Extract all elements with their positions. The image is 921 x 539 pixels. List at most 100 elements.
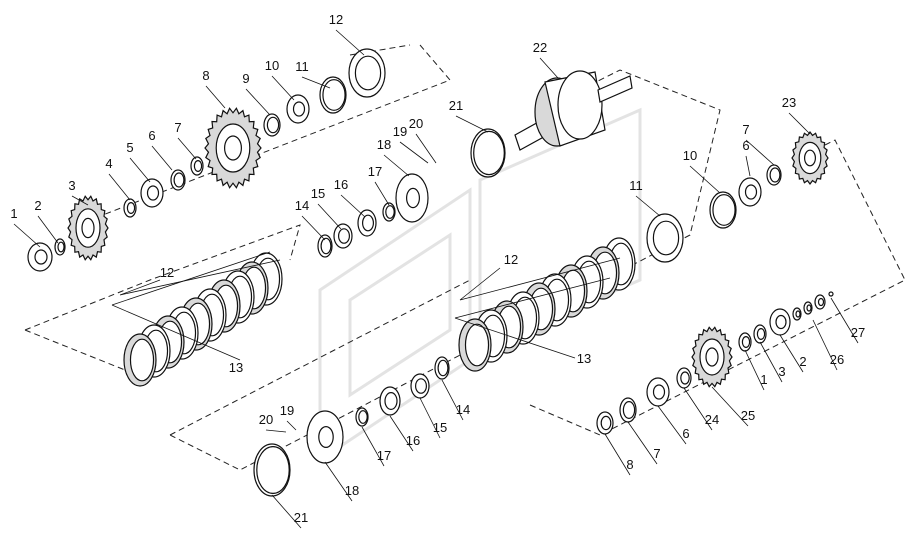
leader-22 — [539, 57, 559, 79]
gear-4 — [67, 195, 109, 261]
leader-19 — [286, 420, 297, 431]
callout-14: 14 — [456, 402, 470, 417]
spring-16-top — [357, 209, 377, 237]
callout-21: 21 — [449, 98, 463, 113]
spring-16-bottom — [379, 386, 401, 416]
callout-1: 1 — [10, 206, 17, 221]
leader-16 — [389, 415, 414, 452]
leader-20 — [265, 429, 287, 433]
leader-16 — [340, 194, 366, 218]
leader-21 — [455, 115, 489, 133]
snap-ring-14-bottom — [434, 356, 450, 380]
callout-13: 13 — [577, 351, 591, 366]
callout-14: 14 — [295, 198, 309, 213]
callout-6: 6 — [742, 138, 749, 153]
callout-18: 18 — [345, 483, 359, 498]
snap-ring-17-top — [382, 202, 396, 222]
callout-7: 7 — [174, 120, 181, 135]
leader-20 — [415, 133, 437, 164]
leader-3 — [759, 341, 783, 383]
gear-25 — [691, 326, 733, 388]
plate-stack-left — [123, 252, 283, 387]
callout-25: 25 — [741, 408, 755, 423]
snap-ring-7c — [766, 164, 782, 186]
seat-15-bottom — [410, 373, 430, 399]
callout-16: 16 — [406, 433, 420, 448]
callout-19: 19 — [280, 403, 294, 418]
seal-11b — [646, 213, 684, 263]
snap-ring-17-bottom — [355, 407, 369, 427]
snap-ring-3b — [753, 324, 767, 344]
gear-9 — [204, 107, 262, 189]
snap-ring-1 — [738, 332, 752, 352]
snap-ring-10 — [319, 76, 347, 114]
callout-6: 6 — [148, 128, 155, 143]
leader-11 — [301, 76, 331, 89]
callout-10: 10 — [683, 148, 697, 163]
leader-23 — [788, 112, 811, 135]
leader-5 — [129, 157, 151, 183]
leader-15 — [419, 397, 441, 439]
leader-2 — [37, 215, 59, 244]
callout-3: 3 — [68, 178, 75, 193]
spacer-8 — [190, 156, 204, 176]
callout-19: 19 — [393, 124, 407, 139]
leader-11 — [635, 195, 661, 217]
snap-ring-14-top — [317, 234, 333, 258]
callout-5: 5 — [126, 140, 133, 155]
leader-25 — [711, 386, 749, 427]
callout-7: 7 — [653, 446, 660, 461]
snap-ring-7d — [619, 397, 637, 423]
callout-4: 4 — [105, 156, 112, 171]
leader-14 — [441, 379, 464, 421]
leader-17 — [361, 426, 385, 467]
callout-12: 12 — [160, 265, 174, 280]
callout-23: 23 — [782, 95, 796, 110]
callout-20: 20 — [259, 412, 273, 427]
leader-26 — [812, 319, 838, 371]
callout-3: 3 — [778, 364, 785, 379]
leader-9 — [245, 88, 271, 116]
leader-27 — [830, 297, 859, 344]
ring-26b — [803, 301, 813, 315]
shaft-22 — [514, 70, 633, 151]
callout-9: 9 — [242, 71, 249, 86]
leader-21 — [271, 494, 302, 529]
snap-ring-5 — [123, 198, 137, 218]
leader-1 — [744, 349, 765, 391]
leader-10 — [271, 75, 295, 101]
callout-17: 17 — [377, 448, 391, 463]
piston-18-bottom — [306, 410, 344, 464]
bearing-6 — [140, 178, 164, 208]
leader-18 — [383, 154, 410, 177]
callout-1: 1 — [760, 372, 767, 387]
assembly-outline-right — [529, 139, 906, 436]
callout-16: 16 — [334, 177, 348, 192]
leader-12 — [335, 29, 365, 56]
callout-15: 15 — [311, 186, 325, 201]
callout-27: 27 — [851, 325, 865, 340]
piston-18-top — [395, 173, 429, 223]
parts-layer — [27, 48, 834, 497]
callout-8: 8 — [626, 457, 633, 472]
bearing-6b — [286, 94, 310, 124]
callout-18: 18 — [377, 137, 391, 152]
leader-10 — [689, 165, 721, 194]
pin-27 — [828, 291, 834, 297]
callout-2: 2 — [799, 354, 806, 369]
washer-24 — [676, 367, 692, 389]
ring-26c — [814, 294, 826, 310]
leader-1 — [13, 223, 41, 248]
leader-14 — [301, 215, 326, 241]
callout-24: 24 — [705, 412, 719, 427]
bearing-6c — [738, 177, 762, 207]
leader-7 — [177, 137, 197, 160]
snap-ring-7a — [170, 169, 186, 191]
snap-ring-10b — [709, 191, 737, 229]
leader-6 — [151, 145, 173, 171]
assembly-outline-center — [169, 69, 721, 471]
leader-24 — [683, 387, 713, 431]
plate-stack-right — [458, 237, 636, 372]
